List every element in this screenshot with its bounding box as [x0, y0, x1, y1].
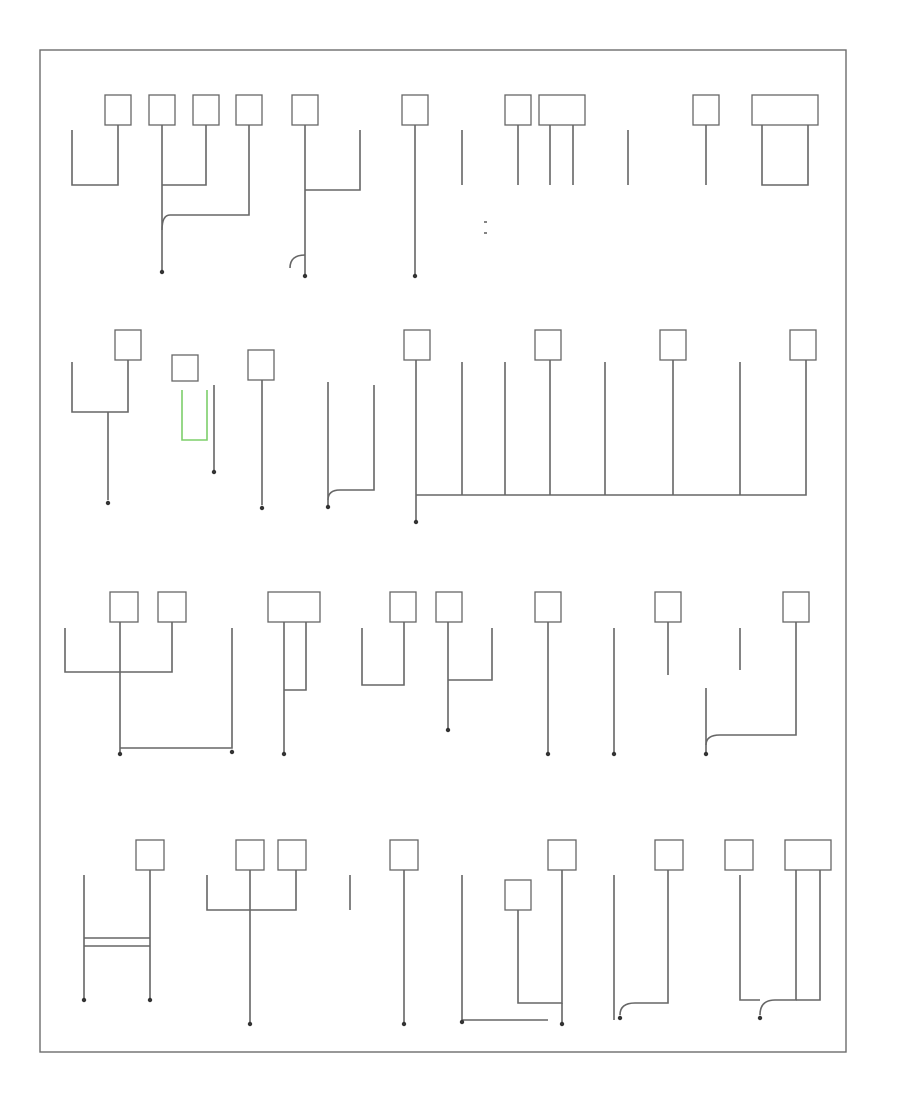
component-box — [435, 591, 463, 623]
ground-wire — [71, 125, 119, 186]
ground-wire — [71, 360, 129, 413]
ground-wire — [739, 875, 760, 1001]
ground-point — [211, 469, 217, 475]
ground-point — [559, 1021, 565, 1027]
component-box — [782, 591, 810, 623]
ground-wire — [120, 628, 233, 749]
component-box — [157, 591, 187, 623]
component-box — [654, 591, 682, 623]
component-box — [135, 839, 165, 871]
ground-point — [617, 1015, 623, 1021]
ground-point — [105, 500, 111, 506]
component-box — [504, 94, 532, 126]
component-box — [192, 94, 220, 126]
component-box — [114, 329, 142, 361]
ground-wire — [305, 130, 361, 191]
component-box — [267, 591, 321, 623]
component-box — [751, 94, 819, 126]
ground-wire — [206, 870, 297, 911]
ground-point — [445, 727, 451, 733]
row-1-components — [71, 94, 819, 279]
ground-wire — [796, 870, 821, 1001]
ground-point — [545, 751, 551, 757]
component-box — [109, 591, 139, 623]
legend — [484, 221, 487, 234]
component-box — [171, 354, 199, 382]
component-box — [534, 591, 562, 623]
ground-point — [281, 751, 287, 757]
ground-wire — [761, 125, 809, 186]
component-box — [247, 349, 275, 381]
row-4-components — [81, 839, 832, 1027]
ground-wire — [759, 870, 797, 1016]
component-box — [538, 94, 586, 126]
component-box — [692, 94, 720, 126]
component-box — [403, 329, 431, 361]
ground-wire — [705, 622, 797, 746]
ground-point — [325, 504, 331, 510]
ground-point — [412, 273, 418, 279]
component-box — [277, 839, 307, 871]
component-box — [235, 94, 263, 126]
component-box — [789, 329, 817, 361]
ground-point — [229, 749, 235, 755]
component-box — [659, 329, 687, 361]
ground-point — [117, 751, 123, 757]
ground-wire-highlight — [181, 390, 208, 441]
ground-wire — [327, 385, 375, 501]
ground-point — [159, 269, 165, 275]
component-box — [654, 839, 684, 871]
component-box — [401, 94, 429, 126]
component-box — [504, 879, 532, 911]
ground-point — [413, 519, 419, 525]
ground-point — [259, 505, 265, 511]
component-box — [784, 839, 832, 871]
component-box — [389, 591, 417, 623]
ground-wire — [162, 125, 207, 186]
ground-point — [757, 1015, 763, 1021]
component-box — [547, 839, 577, 871]
component-box — [235, 839, 265, 871]
component-box — [291, 94, 319, 126]
ground-wire — [619, 870, 669, 1016]
ground-point — [703, 751, 709, 757]
ground-wire — [517, 870, 563, 1004]
ground-wire — [416, 360, 807, 496]
row-2-components — [71, 329, 817, 525]
diagram-frame — [39, 49, 847, 1053]
ground-wire — [361, 622, 405, 686]
component-box — [148, 94, 176, 126]
ground-wire — [289, 254, 306, 269]
ground-point — [147, 997, 153, 1003]
ground-wire — [64, 622, 173, 673]
component-box — [724, 839, 754, 871]
ground-wire — [284, 622, 307, 691]
row-3-components — [64, 591, 810, 757]
ground-point — [81, 997, 87, 1003]
component-box — [534, 329, 562, 361]
ground-point — [302, 273, 308, 279]
ground-wire — [161, 125, 250, 231]
ground-point — [611, 751, 617, 757]
ground-point — [247, 1021, 253, 1027]
component-box — [389, 839, 419, 871]
ground-wire — [448, 628, 493, 681]
component-box — [104, 94, 132, 126]
ground-point — [401, 1021, 407, 1027]
ground-point — [459, 1019, 465, 1025]
